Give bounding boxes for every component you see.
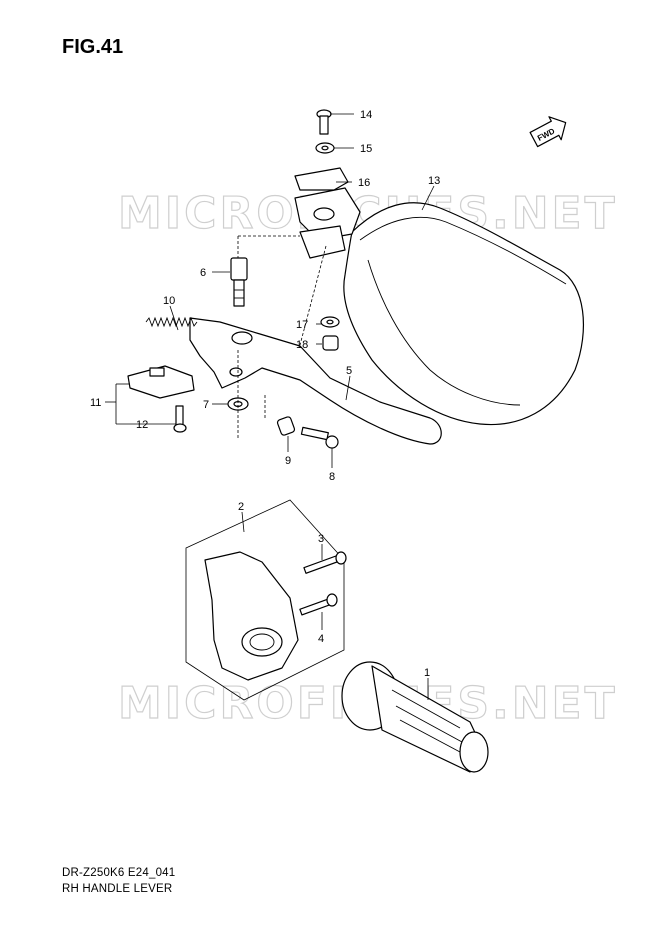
nut-9 (276, 416, 296, 436)
callout-1: 1 (424, 667, 430, 679)
brake-lever (189, 317, 442, 445)
guard-mount-bracket (294, 167, 361, 259)
screw-3 (303, 551, 347, 574)
callout-15: 15 (360, 143, 372, 155)
nut-7 (227, 397, 249, 411)
screw-12 (173, 405, 187, 433)
nut-18 (322, 335, 339, 351)
washer-15 (315, 142, 335, 154)
callout-2: 2 (238, 501, 244, 513)
fwd-arrow-icon: FWD (529, 116, 567, 148)
figure-name: RH HANDLE LEVER (62, 883, 173, 895)
throttle-housing-group (185, 499, 345, 701)
callout-4: 4 (318, 633, 324, 645)
callout-6: 6 (200, 267, 206, 279)
callout-5: 5 (346, 365, 352, 377)
screw-14 (316, 109, 332, 135)
callout-7: 7 (203, 399, 209, 411)
callout-9: 9 (285, 455, 291, 467)
stop-switch-11 (127, 365, 195, 399)
callout-10: 10 (163, 295, 175, 307)
washer-17 (320, 316, 340, 328)
callout-13: 13 (428, 175, 440, 187)
screw-4 (299, 593, 338, 616)
throttle-grip-1 (341, 661, 489, 773)
callout-14: 14 (360, 109, 372, 121)
collar-6 (230, 257, 248, 307)
callout-11: 11 (90, 397, 101, 409)
callout-18: 18 (296, 339, 308, 351)
model-code: DR-Z250K6 E24_041 (62, 867, 176, 879)
callout-12: 12 (136, 419, 148, 431)
bolt-8 (300, 426, 339, 449)
figure-title: FIG.41 (62, 36, 124, 58)
callout-8: 8 (329, 471, 335, 483)
callout-leaders (105, 113, 435, 700)
hand-guard (343, 202, 585, 426)
callout-3: 3 (318, 533, 324, 545)
callout-17: 17 (296, 319, 308, 331)
callout-16: 16 (358, 177, 370, 189)
spring-10 (145, 316, 198, 328)
